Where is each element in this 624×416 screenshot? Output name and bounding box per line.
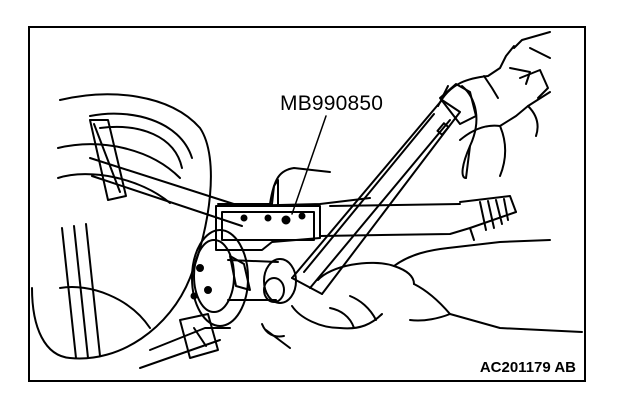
axle-housing [31,93,251,369]
upper-hand [437,31,551,179]
axle-tube [89,157,517,251]
diagram-frame: MB990850 AC201179 AB [28,26,586,382]
lower-hand [261,239,583,349]
figure-code: AC201179 AB [479,359,576,376]
hub-assembly [190,229,297,327]
tool-callout-label: MB990850 [280,92,384,115]
leader-line [291,115,327,215]
wrench-illustration [31,31,583,369]
special-tool [291,83,477,295]
